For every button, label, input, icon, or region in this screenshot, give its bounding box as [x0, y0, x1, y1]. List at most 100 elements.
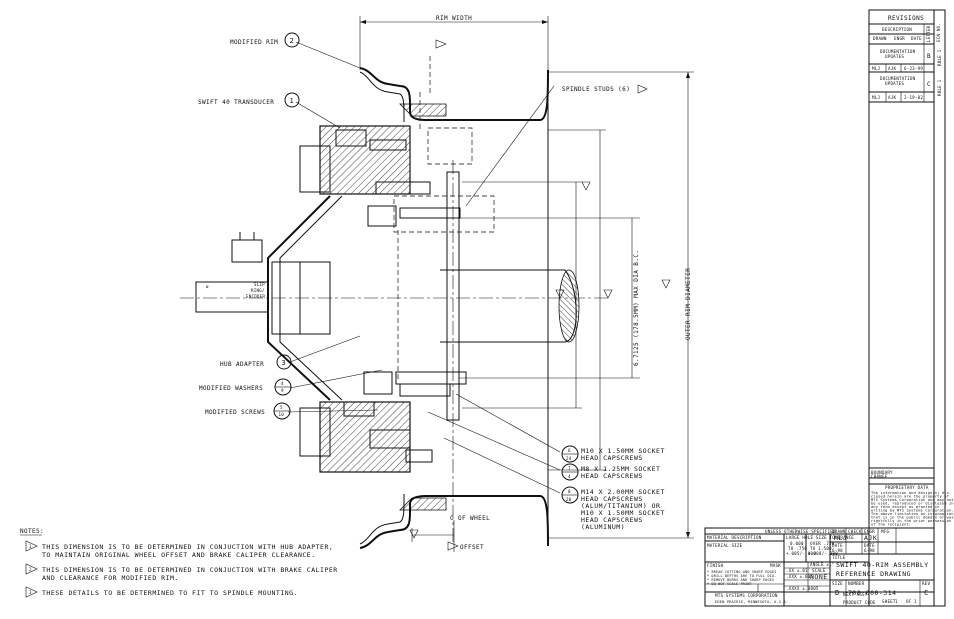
mfg-header: MFG: [881, 529, 889, 534]
rev-row-letter: C: [927, 81, 931, 88]
rev-header-letter: LETTER: [926, 25, 931, 42]
rev-row-engr: AJK: [888, 66, 896, 71]
slip-ring-label-3: ENCODER: [246, 294, 265, 299]
company-address: EDEN PRAIRIE, MINNESOTA, U.S.A.: [715, 600, 788, 604]
callout-washers-num-bottom: 9: [281, 388, 284, 393]
transducer-bottom: [299, 371, 467, 473]
boundary-label: CHANGE: [871, 474, 888, 479]
proprietary-line: rightfully in the prior possession: [871, 519, 951, 523]
proprietary-line: that is in the public domain or was: [871, 516, 954, 520]
tol-a: TO .750: [788, 546, 807, 551]
rev-row-letter: B: [927, 53, 931, 60]
callout-screws-num-top: 5: [280, 405, 283, 410]
proprietary-block: BOUNDARY CHANGE PROPRIETARY DATA The inf…: [871, 470, 954, 527]
proprietary-line: The above limitation on information: [871, 512, 954, 516]
capscrew-desc-line: M14 X 2.00MM SOCKET: [581, 488, 665, 496]
revisions-title: REVISIONS: [888, 15, 924, 22]
callout-transducer-label: SWIFT 40 TRANSDUCER: [198, 99, 274, 106]
capscrew-desc-line: M10 X 1.50MM SOCKET: [581, 509, 665, 517]
outer-rim-diameter-label: OUTER RIM DIAMETER: [685, 268, 692, 340]
rev-value: C: [924, 589, 929, 597]
size-value: D: [835, 589, 840, 597]
proprietary-line: be used, reproduced or disclosed in: [871, 502, 954, 506]
capscrew-num-top: 8: [568, 489, 571, 494]
capscrew-num-top: 7: [568, 466, 571, 471]
date-header: DATE: [864, 543, 875, 548]
proprietary-line: writing by MTS Systems Corporation.: [871, 509, 954, 513]
note-text-line: TO MAINTAIN ORIGINAL WHEEL OFFSET AND BR…: [42, 551, 316, 559]
drawn-header: DRAWN: [832, 529, 846, 534]
hole-size-tolerance-label: LARGE HOLE SIZE TOLERANCE: [786, 535, 854, 540]
material-size-label: MATERIAL SIZE: [707, 543, 743, 548]
note-number: 3: [29, 590, 32, 595]
modified-rim-top-profile: [359, 67, 549, 121]
tol-b: +.008/-.000: [808, 551, 838, 556]
note-number: 2: [29, 567, 32, 572]
callout-washers-num-top: 4: [281, 381, 284, 386]
callout-modified-rim-label: MODIFIED RIM: [230, 39, 278, 46]
assembly-cross-section: ø: [180, 16, 694, 552]
slip-ring-label-2: RING/: [251, 288, 265, 293]
capscrew-desc-line: M10 X 1.50MM SOCKET: [581, 447, 665, 455]
bolt-circle-label: 6.7125 (178.5MM) MAX DIA B.C.: [633, 250, 640, 366]
boundary-label: BOUNDARY: [871, 470, 893, 475]
proprietary-line: The information and design(s) dis-: [871, 491, 951, 495]
material-desc-label: MATERIAL DESCRIPTION: [707, 535, 762, 540]
capscrew-desc-line: HEAD CAPSCREWS: [581, 516, 643, 524]
capscrew-desc-line: (ALUMINUM): [581, 523, 625, 531]
callout-screws-num-bottom: 10: [279, 412, 285, 417]
slip-ring-label-1: SLIP: [254, 282, 265, 287]
capscrew-num-top: 6: [568, 448, 571, 453]
scale-value: NONE: [810, 573, 828, 581]
sheet-header: SHEET: [882, 599, 896, 604]
note-text-line: THIS DIMENSION IS TO BE DETERMINED IN CO…: [42, 543, 333, 551]
note-number: 1: [29, 544, 32, 549]
rev-row-date: 2-19-02: [904, 95, 923, 100]
number-header: NUMBER: [848, 581, 865, 586]
note-text-line: THIS DIMENSION IS TO BE DETERMINED IN CO…: [42, 566, 338, 574]
tol-a: 0.000: [790, 541, 804, 546]
rev-row-drawn: MLJ: [872, 95, 880, 100]
offset-label: OFFSET: [460, 544, 484, 551]
note-text-line: THESE DETAILS TO BE DETERMINED TO FIT TO…: [42, 589, 298, 597]
title-block: UNLESS OTHERWISE SPECIFIED MATERIAL DESC…: [707, 529, 930, 605]
notes-section: NOTES: 1 THIS DIMENSION IS TO BE DETERMI…: [20, 528, 338, 598]
callout-balloon-2: [284, 32, 300, 48]
rim-width-label: RIM WIDTH: [436, 15, 472, 22]
check-header: CHECK: [848, 529, 862, 534]
note-text-line: AND CLEARANCE FOR MODIFIED RIM.: [42, 574, 179, 582]
capscrew-desc-line: M8 X 1.25MM SOCKET: [581, 465, 660, 473]
engr-header: ENGR: [864, 529, 875, 534]
capscrew-desc-line: HEAD CAPSCREWS: [581, 495, 643, 503]
company-name: MTS SYSTEMS CORPORATION: [715, 593, 778, 598]
fine-note: * DRILL DEPTHS ARE TO FULL DIA.: [707, 574, 776, 578]
capscrew-desc-line: (ALUM/TITANIUM) OR: [581, 502, 660, 510]
rev-row-desc: UPDATES: [885, 54, 904, 59]
title-block-grid: [704, 527, 935, 607]
fine-note: * BREAK CUTTING AND SHARP EDGES: [707, 570, 776, 574]
rev-header-drawn: DRAWN: [873, 36, 887, 41]
size-header: SIZE: [832, 581, 843, 586]
transducer-top: [299, 125, 461, 227]
callout-transducer-num: 1: [290, 97, 295, 105]
tol-row: .XX ±.01: [786, 568, 808, 573]
rev-header-description: DESCRIPTION: [882, 27, 912, 32]
engr-value: AJK: [864, 534, 877, 542]
note-flag-icon: [25, 563, 38, 575]
proprietary-line: MTS Systems Corporation and may not: [871, 498, 954, 502]
date-header: DATE: [832, 543, 843, 548]
drawn-value: MLJ: [834, 534, 847, 542]
note-flag-icon: [435, 39, 447, 49]
angle-tolerance: ANGLE ±1°: [810, 562, 835, 567]
rev-row-desc: DOCUMENTATION: [880, 76, 916, 81]
fine-note: * REMOVE BURRS AND SHARP EDGES: [707, 578, 774, 582]
rev-row-drawn: MLJ: [872, 66, 880, 71]
drawing-title-line: REFERENCE DRAWING: [836, 570, 911, 578]
capscrew-desc-line: HEAD CAPSCREWS: [581, 454, 643, 462]
callout-hub-adapter-label: HUB ADAPTER: [220, 361, 264, 368]
tol-row: .XXX ±.005: [786, 574, 813, 579]
rev-row-desc: DOCUMENTATION: [880, 49, 916, 54]
callout-screws-label: MODIFIED SCREWS: [205, 409, 265, 416]
